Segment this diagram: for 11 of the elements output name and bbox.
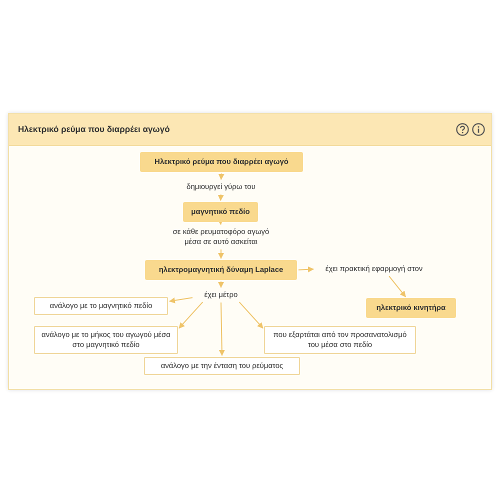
- arrow: [218, 173, 224, 180]
- arrow: [218, 249, 224, 259]
- arrow: [238, 302, 264, 329]
- arrow: [218, 281, 224, 288]
- arrow: [178, 302, 204, 329]
- arrow: [298, 266, 314, 272]
- arrow: [388, 276, 406, 298]
- arrow: [218, 194, 224, 201]
- arrow: [169, 297, 193, 304]
- arrow: [218, 302, 225, 356]
- panel-title: Ηλεκτρικό ρεύμα που διαρρέει αγωγό: [18, 124, 170, 134]
